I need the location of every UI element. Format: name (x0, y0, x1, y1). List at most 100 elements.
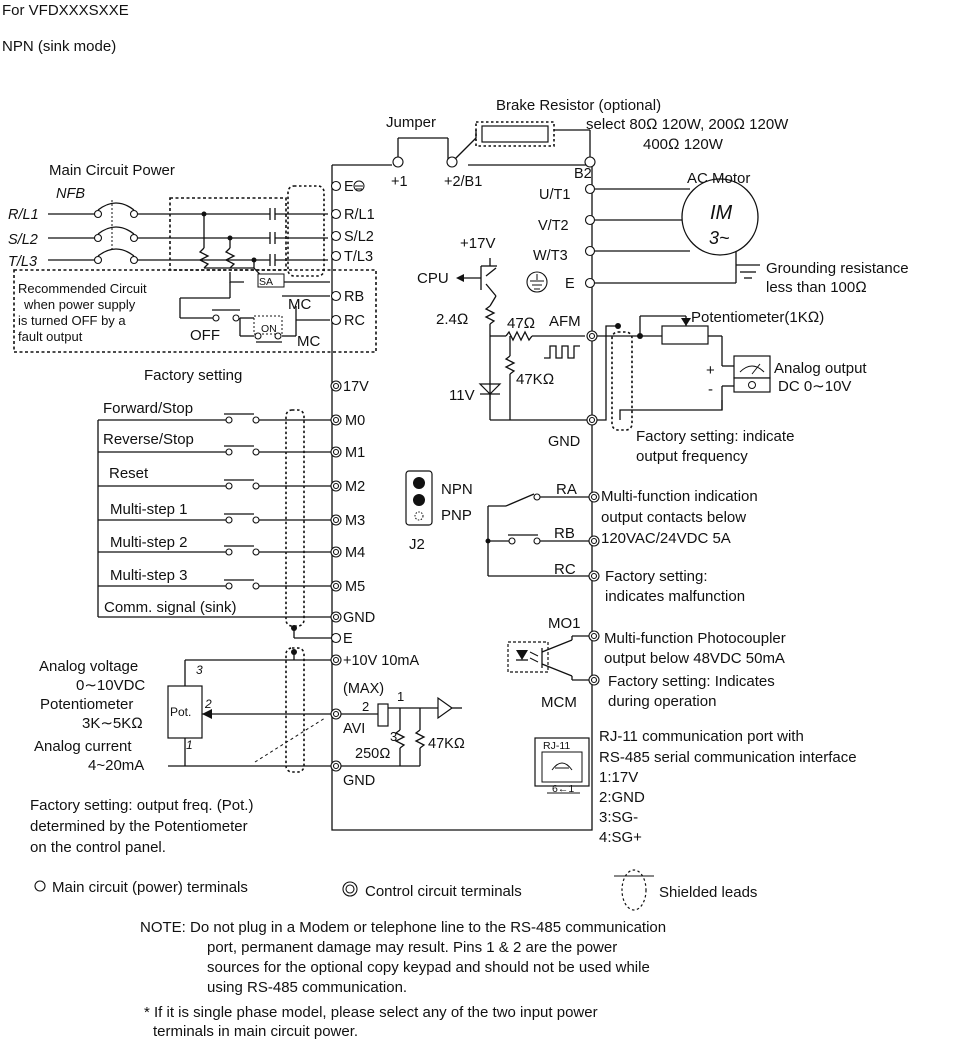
rj11-line-2: RS-485 serial communication interface (599, 749, 857, 766)
relay-ra: RA (556, 481, 577, 498)
terminal-m4: M4 (345, 545, 365, 561)
brake-resistor-shield (475, 121, 555, 147)
brake-title: Brake Resistor (optional) (496, 97, 661, 114)
input-multistep-1: Multi-step 1 (110, 501, 188, 518)
factory-afm-1: Factory setting: indicate (636, 428, 794, 445)
analog-output-2: DC 0∼10V (778, 378, 851, 395)
afm-11v: 11V (449, 387, 475, 404)
note-line-2: port, permanent damage may result. Pins … (207, 939, 617, 956)
terminal-max: (MAX) (343, 681, 384, 697)
legend-control: Control circuit terminals (365, 883, 522, 900)
terminal-m0: M0 (345, 413, 365, 429)
j2-jumper (405, 470, 433, 526)
afm-circuit (456, 258, 592, 421)
terminal-e-2: E (343, 631, 353, 647)
grounding-1: Grounding resistance (766, 260, 909, 277)
rj11-pins: 6←1 (552, 783, 574, 795)
relay-rc: RC (554, 561, 576, 578)
note-single-1: * If it is single phase model, please se… (144, 1004, 598, 1021)
photo-mo1: MO1 (548, 615, 581, 632)
relay-output (485, 491, 600, 582)
tl3-label: T/L3 (8, 254, 37, 270)
motor-title: AC Motor (687, 170, 750, 187)
input-comm-signal: Comm. signal (sink) (104, 599, 237, 616)
left-main-terminals (330, 180, 365, 326)
terminal-avi: AVI (343, 721, 365, 737)
terminal-17v: 17V (343, 379, 369, 395)
j2-npn: NPN (441, 481, 473, 498)
analog-current-label: Analog current (34, 738, 132, 755)
terminal-m3: M3 (345, 513, 365, 529)
afm-gnd: GND (548, 434, 580, 450)
input-multistep-3: Multi-step 3 (110, 567, 188, 584)
digital-input-switches (97, 413, 331, 618)
mc-label-1: MC (288, 296, 311, 313)
legend-shield: Shielded leads (659, 884, 757, 901)
brake-select-2: 400Ω 120W (643, 136, 724, 153)
sa-label: SA (259, 276, 273, 288)
pot-pin-2: 2 (204, 697, 212, 711)
legend-main-terminal-icon (34, 880, 46, 892)
pot-pin-3: 3 (196, 663, 203, 677)
motor-phase: 3~ (709, 228, 730, 248)
terminal-tl3: T/L3 (344, 249, 373, 265)
photo-factory-1: Factory setting: Indicates (608, 673, 775, 690)
photo-mcm: MCM (541, 694, 577, 711)
relay-line-3: 120VAC/24VDC 5A (601, 530, 731, 547)
analog-output-circuit (586, 315, 771, 426)
terminal-sl2: S/L2 (344, 229, 374, 245)
rl1-label: R/L1 (8, 207, 39, 223)
mode-title: NPN (sink mode) (2, 38, 116, 55)
terminal-rc: RC (344, 313, 365, 329)
relay-line-1: Multi-function indication (601, 488, 758, 505)
input-shield (285, 409, 305, 627)
relay-rb: RB (554, 525, 575, 542)
avi-node-2: 2 (362, 699, 369, 714)
grounding-2: less than 100Ω (766, 279, 867, 296)
sl2-label: S/L2 (8, 232, 38, 248)
analog-voltage-range: 0∼10VDC (76, 677, 145, 694)
note-single-2: terminals in main circuit power. (153, 1023, 358, 1040)
avi-circuit (341, 696, 462, 767)
jumper-label: Jumper (386, 114, 436, 131)
main-power-title: Main Circuit Power (49, 162, 175, 179)
analog-output-1: Analog output (774, 360, 867, 377)
j2-name: J2 (409, 536, 425, 553)
analog-voltage-label: Analog voltage (39, 658, 138, 675)
legend (34, 869, 654, 911)
factory-setting-label: Factory setting (144, 367, 242, 384)
note-line-3: sources for the optional copy keypad and… (207, 959, 650, 976)
photo-line-1: Multi-function Photocoupler (604, 630, 786, 647)
dc-bus-terminals (392, 129, 596, 168)
nfb-breaker (48, 200, 330, 343)
main-shield (287, 185, 325, 277)
rj11-pin-4: 4:SG+ (599, 829, 642, 846)
pot-box-label: Pot. (170, 705, 191, 719)
brake-select-1: select 80Ω 120W, 200Ω 120W (586, 116, 789, 133)
rec-line-3: is turned OFF by a (18, 313, 126, 328)
note-line-4: using RS-485 communication. (207, 979, 407, 996)
pot-range: 3K∼5KΩ (82, 715, 143, 732)
terminal-m2: M2 (345, 479, 365, 495)
input-multistep-2: Multi-step 2 (110, 534, 188, 551)
terminal-u: U/T1 (539, 187, 570, 203)
relay-line-2: output contacts below (601, 509, 746, 526)
factory-afm-2: output frequency (636, 448, 748, 465)
pot-out-minus: - (708, 381, 713, 398)
terminal-gnd-1: GND (343, 610, 375, 626)
pot-label: Potentiometer (40, 696, 133, 713)
avi-250: 250Ω (355, 746, 390, 762)
afm-cpu: CPU (417, 270, 449, 287)
avi-node-3: 3 (390, 729, 397, 744)
afm-shield (611, 331, 633, 431)
legend-shield-icon (621, 869, 647, 911)
recommended-circuit-box (13, 269, 377, 353)
terminal-rb: RB (344, 289, 364, 305)
analog-shield (285, 647, 305, 773)
terminal-m1: M1 (345, 445, 365, 461)
pot-out-plus: + (706, 362, 715, 379)
terminal-m5: M5 (345, 579, 365, 595)
terminal-v: V/T2 (538, 218, 569, 234)
pot-pin-1: 1 (186, 738, 193, 752)
mc-label-2: MC (297, 333, 320, 350)
